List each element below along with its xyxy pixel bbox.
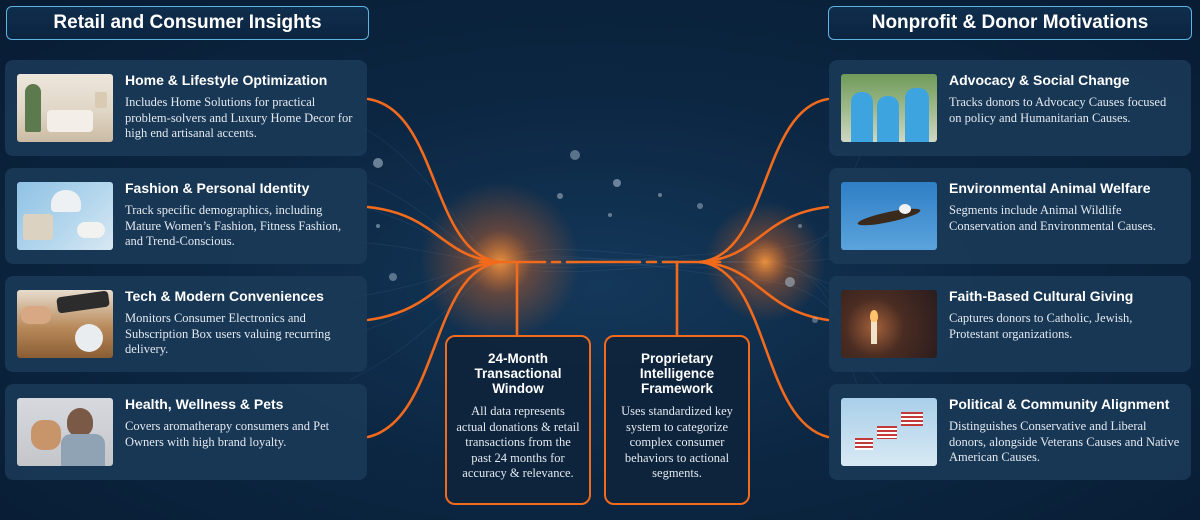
card-description: Segments include Animal Wildlife Conserv… bbox=[949, 203, 1156, 233]
fashion-flatlay-photo bbox=[17, 182, 113, 250]
right-hub-glow bbox=[705, 202, 825, 322]
wire-right-4 bbox=[698, 260, 830, 439]
card-title: Health, Wellness & Pets bbox=[125, 396, 284, 412]
box-title: 24-Month Transactional Window bbox=[474, 351, 562, 396]
card-advocacy-social-change: Advocacy & Social Change Tracks donors t… bbox=[829, 60, 1191, 156]
card-health-wellness-pets: Health, Wellness & Pets Covers aromather… bbox=[5, 384, 367, 480]
card-description: Covers aromatherapy consumers and Pet Ow… bbox=[125, 419, 330, 449]
card-title: Environmental Animal Welfare bbox=[949, 180, 1151, 196]
wire-right-2 bbox=[698, 205, 830, 264]
wire-left-3 bbox=[366, 260, 502, 322]
card-description: Includes Home Solutions for practical pr… bbox=[125, 95, 353, 140]
wire-left-2 bbox=[366, 205, 502, 264]
eagle-photo bbox=[841, 182, 937, 250]
smart-speaker-photo bbox=[17, 290, 113, 358]
card-description: Track specific demographics, including M… bbox=[125, 203, 342, 248]
box-description: Uses standardized key system to categori… bbox=[621, 404, 733, 480]
card-political-community: Political & Community Alignment Distingu… bbox=[829, 384, 1191, 480]
card-description: Captures donors to Catholic, Jewish, Pro… bbox=[949, 311, 1133, 341]
wire-right-3 bbox=[698, 260, 830, 322]
flags-photo bbox=[841, 398, 937, 466]
card-description: Monitors Consumer Electronics and Subscr… bbox=[125, 311, 331, 356]
decorative-particles bbox=[373, 150, 818, 323]
volunteers-photo bbox=[841, 74, 937, 142]
wire-left-1 bbox=[366, 97, 502, 264]
card-title: Faith-Based Cultural Giving bbox=[949, 288, 1134, 304]
card-tech-conveniences: Tech & Modern Conveniences Monitors Cons… bbox=[5, 276, 367, 372]
box-title: Proprietary Intelligence Framework bbox=[639, 351, 715, 396]
wire-left-4 bbox=[366, 260, 502, 439]
card-title: Tech & Modern Conveniences bbox=[125, 288, 324, 304]
card-title: Fashion & Personal Identity bbox=[125, 180, 310, 196]
transactional-window-box: 24-Month Transactional Window All data r… bbox=[445, 335, 591, 505]
woman-with-dog-photo bbox=[17, 398, 113, 466]
left-section-header: Retail and Consumer Insights bbox=[6, 6, 369, 40]
intelligence-framework-box: Proprietary Intelligence Framework Uses … bbox=[604, 335, 750, 505]
candle-photo bbox=[841, 290, 937, 358]
card-environmental-animal-welfare: Environmental Animal Welfare Segments in… bbox=[829, 168, 1191, 264]
card-description: Distinguishes Conservative and Liberal d… bbox=[949, 419, 1180, 464]
card-description: Tracks donors to Advocacy Causes focused… bbox=[949, 95, 1167, 125]
living-room-photo bbox=[17, 74, 113, 142]
wire-right-1 bbox=[698, 97, 830, 264]
card-title: Political & Community Alignment bbox=[949, 396, 1170, 412]
card-home-lifestyle: Home & Lifestyle Optimization Includes H… bbox=[5, 60, 367, 156]
box-description: All data represents actual donations & r… bbox=[456, 404, 580, 480]
card-title: Advocacy & Social Change bbox=[949, 72, 1130, 88]
right-section-header: Nonprofit & Donor Motivations bbox=[828, 6, 1192, 40]
card-title: Home & Lifestyle Optimization bbox=[125, 72, 328, 88]
card-faith-based-giving: Faith-Based Cultural Giving Captures don… bbox=[829, 276, 1191, 372]
card-fashion-identity: Fashion & Personal Identity Track specif… bbox=[5, 168, 367, 264]
